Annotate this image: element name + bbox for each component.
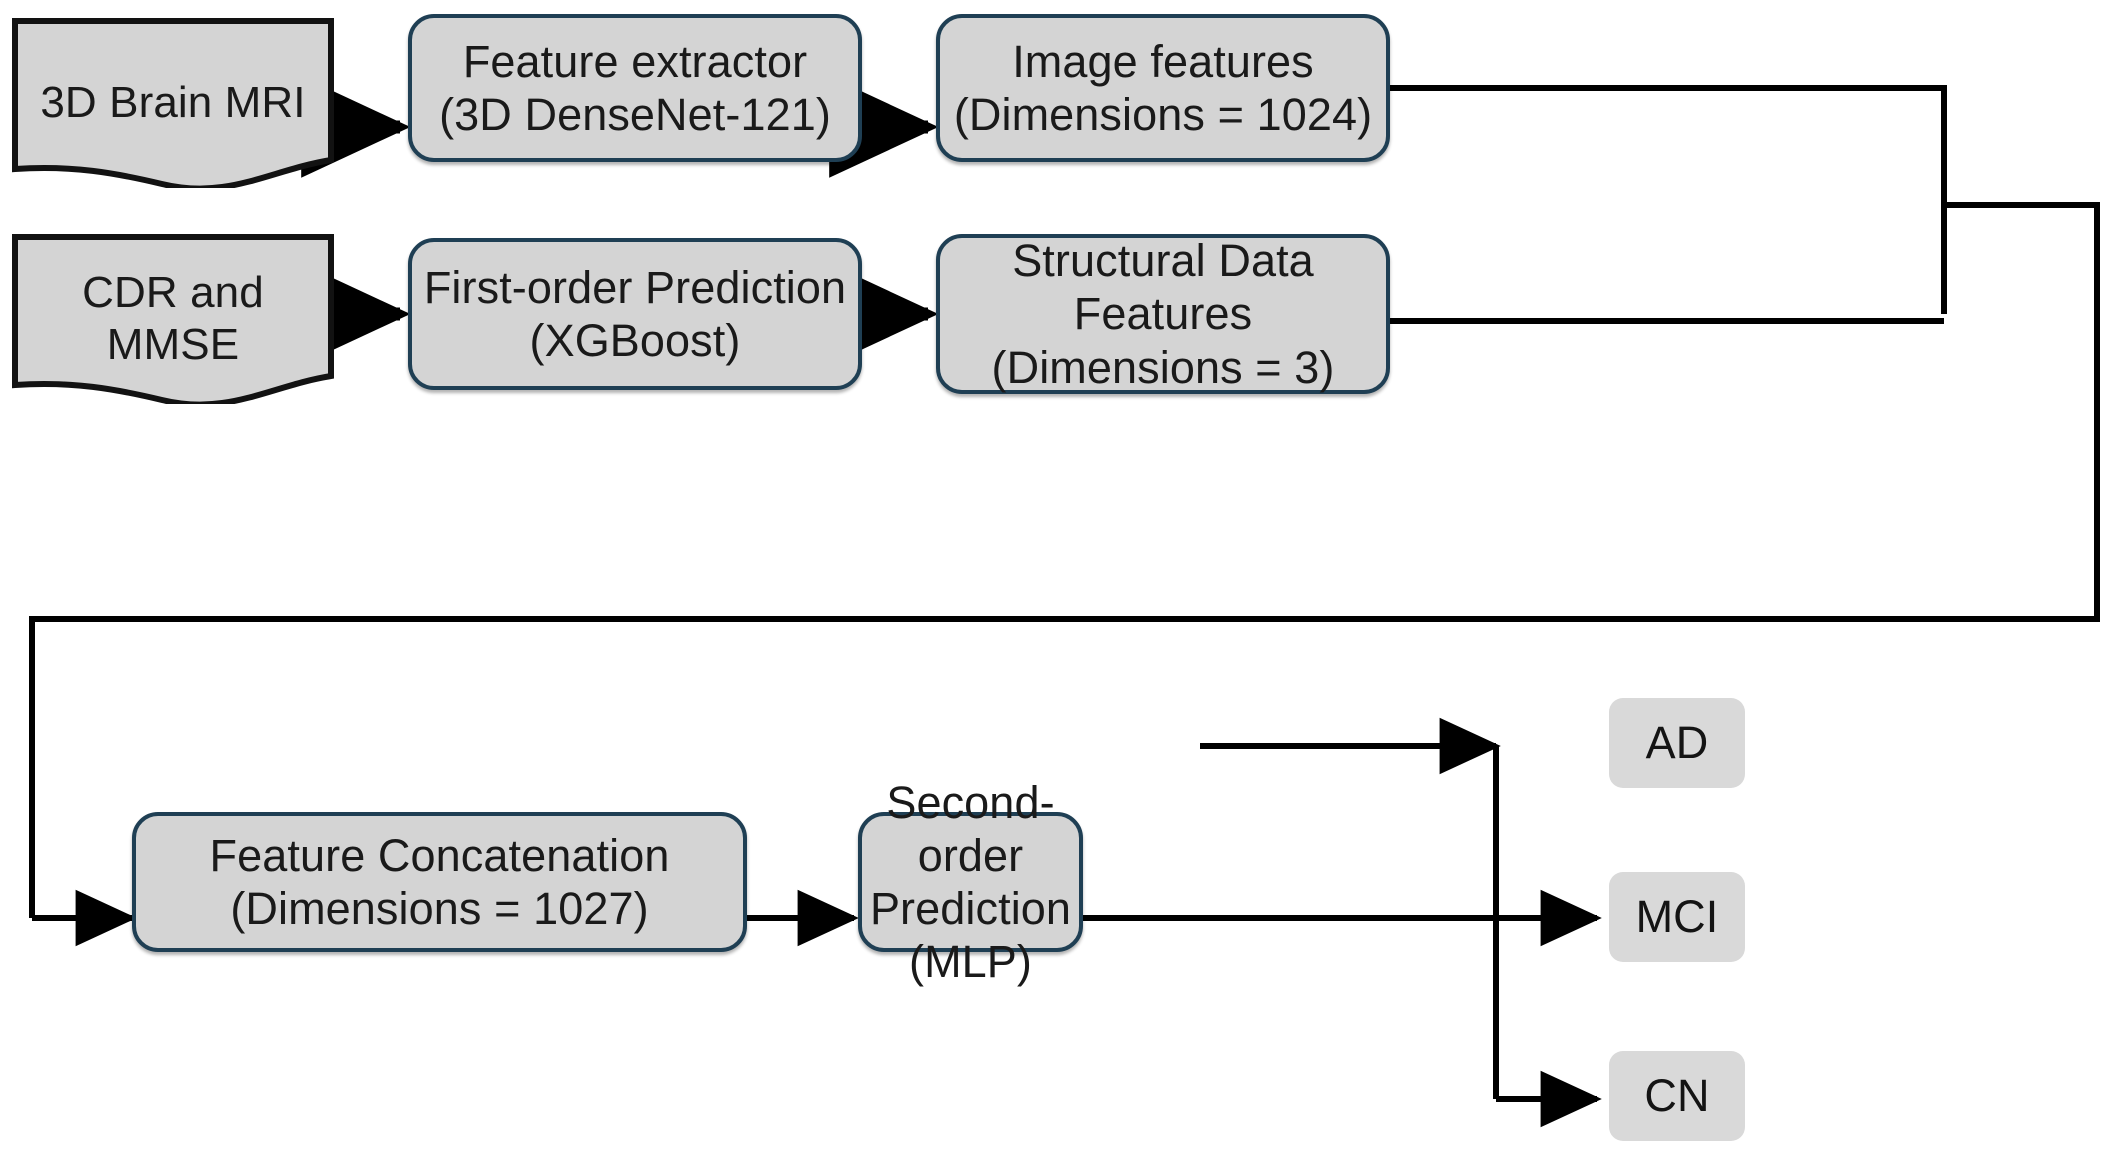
node-brain-mri-label: 3D Brain MRI	[40, 78, 306, 128]
node-image-features[interactable]: Image features (Dimensions = 1024)	[936, 14, 1390, 162]
node-feature-concatenation-label: Feature Concatenation (Dimensions = 1027…	[209, 829, 670, 934]
node-first-order-prediction[interactable]: First-order Prediction (XGBoost)	[408, 238, 862, 390]
node-structural-data-features-label: Structural Data Features (Dimensions = 3…	[991, 235, 1335, 393]
node-output-cn[interactable]: CN	[1609, 1051, 1745, 1141]
node-second-order-prediction[interactable]: Second-order Prediction (MLP)	[858, 777, 1083, 987]
node-feature-extractor-label: Feature extractor (3D DenseNet-121)	[439, 35, 831, 140]
node-output-mci[interactable]: MCI	[1609, 872, 1745, 962]
node-structural-data-features[interactable]: Structural Data Features (Dimensions = 3…	[936, 234, 1390, 394]
node-first-order-prediction-label: First-order Prediction (XGBoost)	[423, 261, 847, 366]
node-cdr-mmse-label: CDR and MMSE	[82, 268, 264, 369]
node-brain-mri[interactable]: 3D Brain MRI	[12, 18, 334, 188]
document-shape-icon	[12, 234, 334, 404]
document-shape-icon	[12, 18, 334, 188]
edge-image-features-to-bus	[1390, 85, 1947, 314]
node-output-mci-label: MCI	[1635, 891, 1719, 943]
node-image-features-label: Image features (Dimensions = 1024)	[953, 35, 1373, 140]
node-feature-extractor[interactable]: Feature extractor (3D DenseNet-121)	[408, 14, 862, 162]
bus-to-concatenation	[29, 202, 2100, 918]
node-cdr-mmse[interactable]: CDR and MMSE	[12, 234, 334, 404]
node-feature-concatenation[interactable]: Feature Concatenation (Dimensions = 1027…	[132, 812, 747, 952]
node-output-ad[interactable]: AD	[1609, 698, 1745, 788]
node-output-ad-label: AD	[1645, 717, 1709, 769]
node-output-cn-label: CN	[1644, 1070, 1710, 1122]
node-second-order-prediction-label: Second-order Prediction (MLP)	[869, 776, 1072, 988]
